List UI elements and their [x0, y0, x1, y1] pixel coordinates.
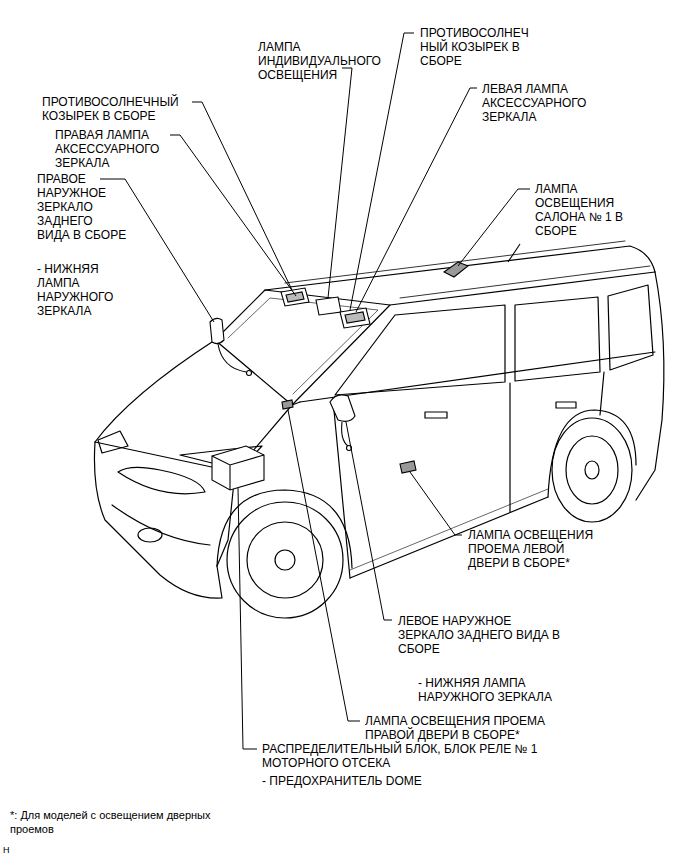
leader-line: [288, 410, 360, 721]
sun-visor: [340, 308, 370, 328]
leader-line: [356, 88, 477, 312]
sun-visor: [281, 288, 309, 306]
leader-line: [328, 68, 352, 298]
leader-line: [350, 33, 414, 310]
part-label: - НИЖНЯЯ ЛАМПА НАРУЖНОГО ЗЕРКАЛА: [37, 262, 127, 318]
leader-line: [346, 422, 392, 620]
car-body: [94, 241, 663, 618]
door-lamp: [400, 461, 416, 473]
door-lamp: [282, 400, 293, 409]
interior-lamp: [444, 262, 468, 277]
mirror: [330, 395, 355, 421]
part-label: РАСПРЕДЕЛИТЕЛЬНЫЙ БЛОК, БЛОК РЕЛЕ № 1 МО…: [262, 742, 602, 770]
part-label: ЛЕВОЕ НАРУЖНОЕ ЗЕРКАЛО ЗАДНЕГО ВИДА В СБ…: [398, 614, 568, 656]
leader-line: [192, 102, 292, 290]
part-label: - ПРЕДОХРАНИТЕЛЬ DOME: [262, 774, 562, 788]
part-label: ЛАМПА ОСВЕЩЕНИЯ ПРОЕМА ЛЕВОЙ ДВЕРИ В СБО…: [468, 528, 596, 570]
leader-line: [458, 189, 530, 266]
leader-line: [100, 179, 214, 322]
part-label: ЛАМПА ОСВЕЩЕНИЯ САЛОНА № 1 В СБОРЕ: [535, 182, 647, 238]
leader-line: [410, 472, 462, 535]
part-label: ПРОТИВОСОЛНЕЧ НЫЙ КОЗЫРЕК В СБОРЕ: [420, 26, 552, 68]
part-label: ПРАВОЕ НАРУЖНОЕ ЗЕРКАЛО ЗАДНЕГО ВИДА В С…: [37, 172, 127, 242]
part-label: ПРАВАЯ ЛАМПА АКСЕССУАРНОГО ЗЕРКАЛА: [55, 128, 187, 170]
part-label: ПРОТИВОСОЛНЕЧНЫЙ КОЗЫРЕК В СБОРЕ: [42, 95, 207, 123]
part-label: ЛАМПА ИНДИВИДУАЛЬНОГО ОСВЕЩЕНИЯ: [258, 40, 408, 82]
page-mark: H: [3, 843, 23, 857]
personal-lamp: [316, 297, 341, 315]
mirror: [210, 318, 224, 343]
part-label: - НИЖНЯЯ ЛАМПА НАРУЖНОГО ЗЕРКАЛА: [418, 676, 593, 704]
part-label: ЛАМПА ОСВЕЩЕНИЯ ПРОЕМА ПРАВОЙ ДВЕРИ В СБ…: [365, 714, 580, 742]
leader-line: [170, 135, 296, 296]
relay-block: [212, 446, 264, 490]
antenna: [508, 244, 520, 262]
footnote: *: Для моделей с освещением дверных прое…: [10, 808, 225, 836]
part-label: ЛЕВАЯ ЛАМПА АКСЕССУАРНОГО ЗЕРКАЛА: [482, 82, 614, 124]
components: [210, 244, 520, 490]
leader-line: [238, 488, 257, 749]
